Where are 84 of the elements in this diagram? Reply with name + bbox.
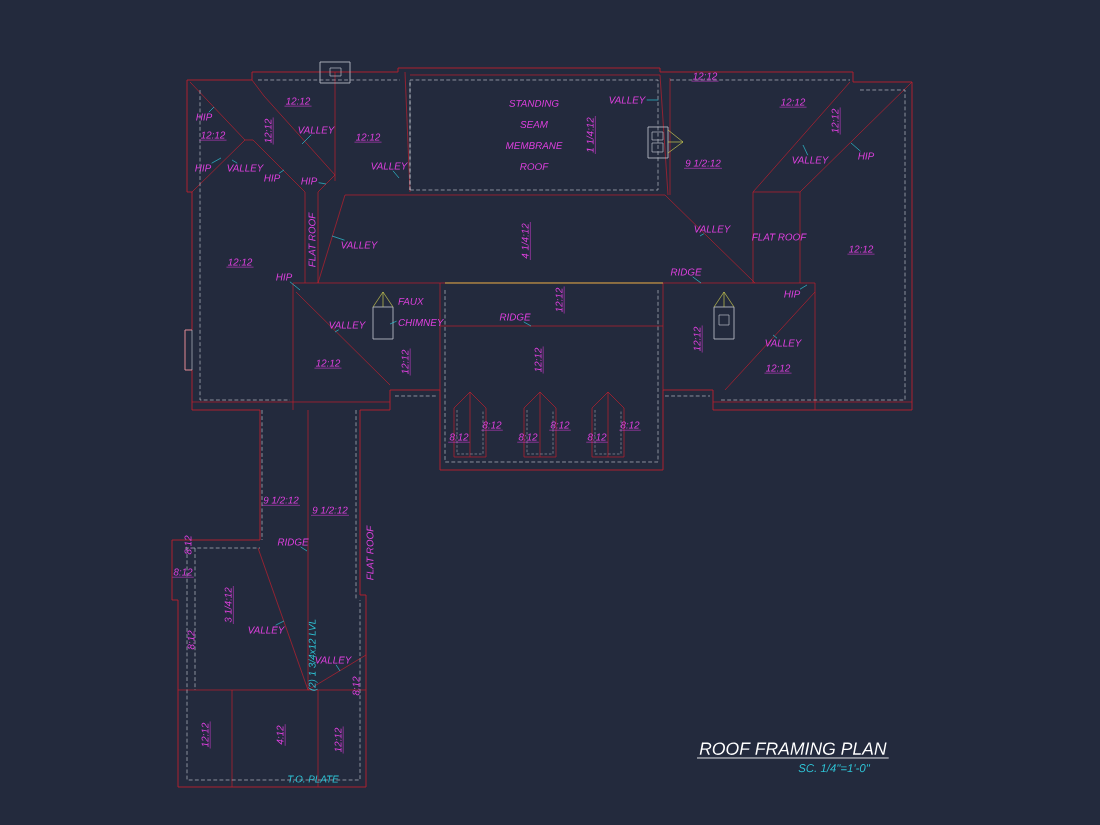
callout-label: VALLEY	[298, 126, 335, 134]
note-label: 8:12	[352, 676, 360, 696]
callout-label: HIP	[276, 273, 293, 281]
slope-label: 8:12	[447, 433, 471, 443]
note-label: 8:12	[187, 630, 195, 650]
slope-label: 12:12	[691, 72, 719, 82]
callout-label: RIDGE	[670, 268, 702, 276]
callout-label: VALLEY	[329, 321, 366, 329]
leader-line	[275, 620, 285, 626]
callout-label: HIP	[195, 164, 212, 172]
drawing-title: ROOF FRAMING PLAN	[696, 742, 890, 759]
callout-label: RIDGE	[499, 313, 531, 321]
leader-line	[389, 320, 397, 325]
slope-label: 8:12	[585, 433, 609, 443]
slope-label: 9 1/2:12	[261, 496, 301, 506]
slope-label: 1 1/4:12	[586, 115, 596, 155]
leader-line	[231, 159, 238, 164]
leader-line	[850, 142, 861, 152]
callout-label: VALLEY	[765, 339, 802, 347]
callout-label: VALLEY	[694, 225, 731, 233]
note-label: T.O. PLATE	[288, 775, 339, 783]
slope-label: 12:12	[831, 107, 841, 135]
note-label: FLAT ROOF	[366, 525, 374, 580]
slope-label: 12:12	[284, 97, 312, 107]
slope-label: 12:12	[401, 348, 411, 376]
slope-label: 8:12	[516, 433, 540, 443]
slope-label: 12:12	[764, 364, 792, 374]
slope-label: 9 1/2:12	[310, 506, 350, 516]
leader-line	[331, 235, 345, 241]
leader-line	[335, 664, 341, 672]
note-label: 8:12	[184, 535, 192, 555]
slope-label: 12:12	[264, 117, 274, 145]
slope-label: 4:12	[276, 723, 286, 747]
leader-line	[392, 170, 400, 179]
slope-label: 9 1/2:12	[683, 159, 723, 169]
slope-label: 8:12	[618, 421, 642, 431]
slope-label: 12:12	[226, 258, 254, 268]
callout-label: VALLEY	[248, 626, 285, 634]
slope-label: 8:12	[480, 421, 504, 431]
leader-line	[334, 329, 340, 333]
slope-label: 3 1/4:12	[224, 585, 234, 625]
slope-label: 12:12	[847, 245, 875, 255]
leader-line	[289, 281, 301, 291]
callout-label: VALLEY	[315, 656, 352, 664]
leader-line	[802, 144, 809, 156]
leader-line	[278, 169, 285, 174]
leader-line	[646, 99, 659, 101]
callout-label: HIP	[858, 152, 875, 160]
leader-line	[699, 233, 705, 237]
leader-line	[523, 321, 532, 327]
slope-label: 12:12	[201, 721, 211, 749]
note-label: SC. 1/4"=1'-0"	[798, 763, 871, 773]
leader-line	[300, 546, 308, 552]
callout-label: HIP	[784, 290, 801, 298]
callout-label: VALLEY	[341, 241, 378, 249]
leader-line	[211, 157, 222, 164]
leader-line	[692, 276, 702, 284]
callout-label: VALLEY	[227, 164, 264, 172]
slope-label: 12:12	[314, 359, 342, 369]
callout-label: VALLEY	[792, 156, 829, 164]
slope-label: 12:12	[555, 286, 565, 314]
leader-line	[208, 106, 215, 113]
leader-line	[799, 284, 808, 290]
callout-label: HIP	[301, 177, 318, 185]
slope-label: 8:12	[171, 568, 195, 578]
slope-label: 12:12	[354, 133, 382, 143]
callout-label: VALLEY	[371, 162, 408, 170]
callout-label: HIP	[196, 113, 213, 121]
slope-label: 12:12	[334, 726, 344, 754]
leader-line	[301, 134, 312, 145]
callout-label: HIP	[264, 174, 281, 182]
callout-label: VALLEY	[609, 96, 646, 104]
slope-label: 12:12	[693, 325, 703, 353]
slope-label: 12:12	[534, 346, 544, 374]
slope-label: 4 1/4:12	[521, 221, 531, 261]
callout-label: RIDGE	[277, 538, 309, 546]
leader-line	[772, 334, 778, 339]
slope-label: 12:12	[779, 98, 807, 108]
slope-label: 12:12	[199, 131, 227, 141]
leader-line	[318, 182, 327, 185]
note-label: FLAT ROOF	[752, 233, 807, 241]
slope-label: 8:12	[548, 421, 572, 431]
callout-label: FAUX CHIMNEY	[398, 298, 444, 326]
note-label: FLAT ROOF	[308, 212, 316, 267]
